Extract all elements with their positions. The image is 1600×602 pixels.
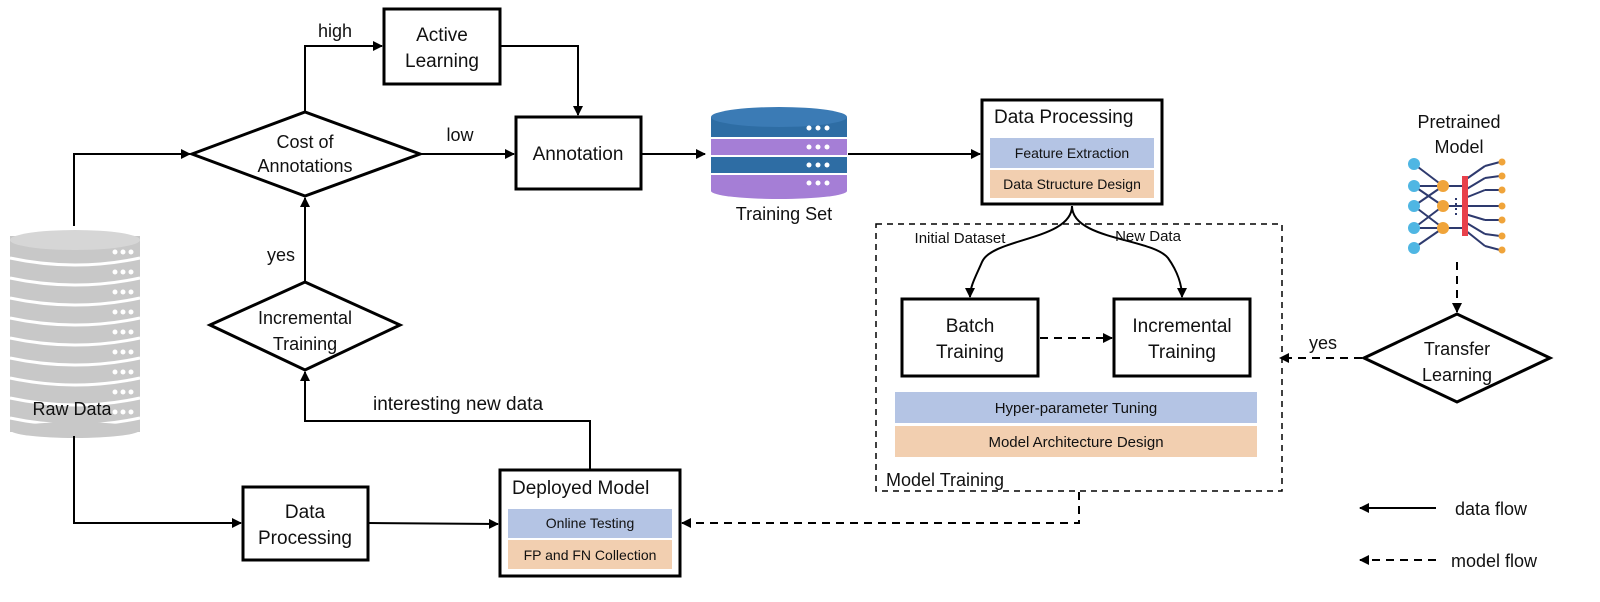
raw-data-body — [10, 236, 140, 432]
annotation-box — [514, 115, 643, 191]
deployed-model-title: Deployed Model — [512, 478, 649, 499]
edge-label-new-data: New Data — [1115, 228, 1182, 245]
cost-of-annotations-label-line1: Cost of — [276, 132, 334, 152]
data-processing-top-title: Data Processing — [994, 107, 1133, 128]
data-structure-design-label: Data Structure Design — [1003, 176, 1141, 192]
incremental-training-left-line2: Training — [273, 334, 337, 354]
pretrained-model-label-line1: Pretrained — [1417, 112, 1500, 132]
raw-data-database-icon — [9, 230, 141, 438]
online-testing-label: Online Testing — [546, 515, 634, 531]
feature-extraction-label: Feature Extraction — [1015, 145, 1129, 161]
transfer-learning-label-line2: Learning — [1422, 365, 1492, 385]
training-set-database-icon — [711, 107, 847, 199]
model-architecture-design-band — [895, 426, 1257, 457]
edge-label-yes-left: yes — [267, 245, 295, 265]
data-processing-bottom-line1: Data — [285, 502, 326, 523]
active-learning-label-line2: Learning — [405, 51, 479, 72]
edge-label-high: high — [318, 21, 352, 41]
incremental-training-right-line2: Training — [1148, 342, 1216, 363]
data-flow-edges — [73, 41, 1187, 529]
batch-training-box — [900, 297, 1040, 378]
legend-data-flow-label: data flow — [1455, 499, 1528, 519]
pretrained-model-label-line2: Model — [1434, 137, 1483, 157]
fp-fn-collection-band — [508, 540, 672, 569]
edge-label-yes-right: yes — [1309, 333, 1337, 353]
legend: data flow model flow — [1359, 499, 1538, 571]
hyper-parameter-tuning-label: Hyper-parameter Tuning — [995, 400, 1158, 417]
neural-network-icon — [1408, 158, 1506, 254]
raw-data-label: Raw Data — [32, 399, 112, 419]
active-learning-box — [382, 7, 502, 86]
batch-training-label-line2: Training — [936, 342, 1004, 363]
active-learning-label-line1: Active — [416, 25, 468, 46]
model-architecture-design-label: Model Architecture Design — [988, 434, 1163, 451]
feature-extraction-band — [990, 138, 1154, 168]
raw-data-top — [10, 230, 140, 250]
annotation-label: Annotation — [533, 144, 624, 165]
edge-label-low: low — [446, 125, 474, 145]
transfer-learning-decision — [1360, 312, 1554, 404]
data-processing-bottom-line2: Processing — [258, 528, 352, 549]
transfer-learning-label-line1: Transfer — [1424, 339, 1490, 359]
online-testing-band — [508, 509, 672, 538]
incremental-training-right-line1: Incremental — [1132, 316, 1231, 337]
model-flow-edges — [681, 262, 1462, 528]
training-set-label: Training Set — [736, 204, 832, 224]
model-training-title: Model Training — [886, 470, 1004, 490]
cost-of-annotations-label-line2: Annotations — [257, 156, 352, 176]
legend-model-flow-label: model flow — [1451, 551, 1538, 571]
edge-label-initial-dataset: Initial Dataset — [915, 230, 1007, 247]
incremental-training-decision — [206, 280, 404, 372]
edge-label-interesting-new-data: interesting new data — [373, 394, 543, 415]
data-structure-design-band — [990, 170, 1154, 198]
incremental-training-left-line1: Incremental — [258, 308, 352, 328]
incremental-training-box — [1112, 297, 1252, 378]
data-processing-bottom-box — [241, 485, 370, 562]
cost-of-annotations-decision — [187, 110, 425, 198]
batch-training-label-line1: Batch — [946, 316, 995, 337]
hyper-parameter-tuning-band — [895, 392, 1257, 423]
fp-fn-collection-label: FP and FN Collection — [524, 547, 657, 563]
